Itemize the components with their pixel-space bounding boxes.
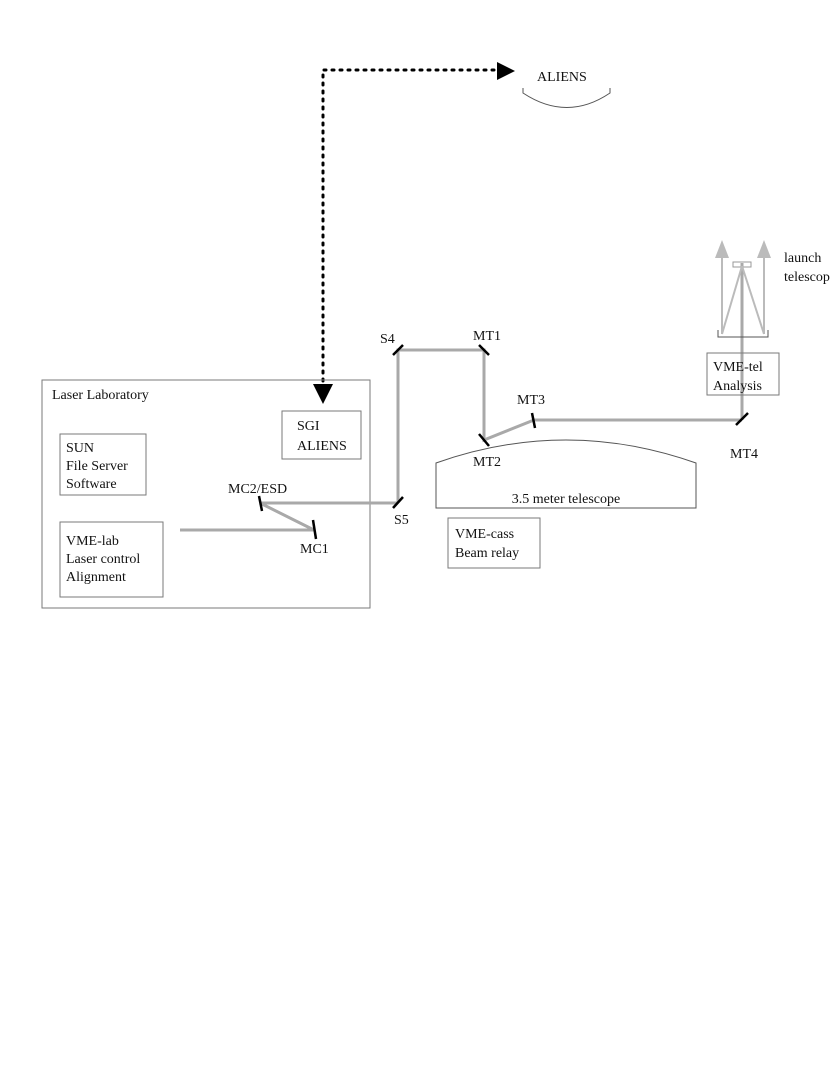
- label-mt3: MT3: [517, 393, 545, 408]
- vme-lab-frame: [59, 521, 164, 598]
- vme-cass-line2: Beam relay: [455, 546, 519, 561]
- vme-tel-line1: VME-tel: [713, 360, 763, 375]
- mirrors: [257, 344, 749, 540]
- label-mc1: MC1: [300, 542, 329, 557]
- aliens-dish-icon: [522, 88, 611, 108]
- label-mt2: MT2: [473, 455, 501, 470]
- vme-lab-line2: Laser control: [66, 552, 140, 567]
- vme-tel-box: VME-tel Analysis: [706, 352, 780, 396]
- vme-tel-frame: [706, 352, 780, 396]
- vme-lab-line3: Alignment: [66, 570, 126, 585]
- mirror-s5: [392, 496, 404, 509]
- sun-box-line1: SUN: [66, 441, 94, 456]
- vme-cass-box: VME-cass Beam relay: [447, 517, 541, 569]
- label-mt1: MT1: [473, 329, 501, 344]
- sgi-aliens-box: SGI ALIENS: [281, 410, 362, 460]
- vme-lab-box: VME-lab Laser control Alignment: [59, 521, 164, 598]
- mirror-labels: MC1 MC2/ESD S4 S5 MT1 MT2 MT3 MT4: [228, 329, 758, 557]
- telescope-label: 3.5 meter telescope: [512, 492, 620, 507]
- sun-box-frame: [59, 433, 147, 496]
- beam-segment-s5-to-mt4: [396, 348, 742, 503]
- arrowhead-down-icon: [313, 384, 333, 404]
- mirror-mc2: [257, 495, 264, 512]
- sgi-box-line1: SGI: [297, 419, 320, 434]
- vme-cass-frame: [447, 517, 541, 569]
- aliens-station: ALIENS: [522, 70, 611, 108]
- arrow-up-left-icon: [715, 240, 729, 258]
- laser-beam-path: [180, 263, 744, 532]
- launch-primary-mirror-icon: [717, 330, 769, 338]
- vme-tel-line2: Analysis: [713, 379, 762, 394]
- launch-label-line2: telescope: [784, 270, 830, 285]
- sgi-box-line2: ALIENS: [297, 439, 347, 454]
- dotted-link-line: [321, 68, 497, 383]
- mirror-s4: [392, 344, 404, 356]
- network-link: [313, 62, 515, 404]
- launch-label-line1: launch: [784, 251, 821, 266]
- arrowhead-right-icon: [497, 62, 515, 80]
- launch-ray-left: [721, 265, 743, 335]
- laser-laboratory-frame: [41, 379, 371, 609]
- arrow-up-right-icon: [757, 240, 771, 258]
- beam-segment-mc1-to-mc2: [259, 501, 315, 532]
- vme-cass-line1: VME-cass: [455, 527, 514, 542]
- mirror-mt3: [530, 412, 537, 429]
- sun-box-line3: Software: [66, 477, 117, 492]
- mirror-mt1: [478, 344, 490, 356]
- sun-file-server-box: SUN File Server Software: [59, 433, 147, 496]
- launch-ray-right: [741, 265, 765, 335]
- mirror-mt2: [478, 433, 490, 447]
- laser-laboratory-title: Laser Laboratory: [52, 388, 149, 403]
- telescope-dish-icon: [435, 439, 697, 509]
- aliens-label: ALIENS: [537, 70, 587, 85]
- mirror-mc1: [311, 519, 318, 540]
- mirror-mt4: [735, 412, 749, 426]
- sun-box-line2: File Server: [66, 459, 128, 474]
- launch-telescope: launch telescope: [715, 240, 830, 338]
- sgi-box-frame: [281, 410, 362, 460]
- label-s5: S5: [394, 513, 409, 528]
- label-mt4: MT4: [730, 447, 758, 462]
- label-mc2: MC2/ESD: [228, 482, 287, 497]
- laser-laboratory: Laser Laboratory: [41, 379, 371, 609]
- vme-lab-line1: VME-lab: [66, 534, 119, 549]
- main-telescope: 3.5 meter telescope: [435, 439, 697, 509]
- label-s4: S4: [380, 332, 395, 347]
